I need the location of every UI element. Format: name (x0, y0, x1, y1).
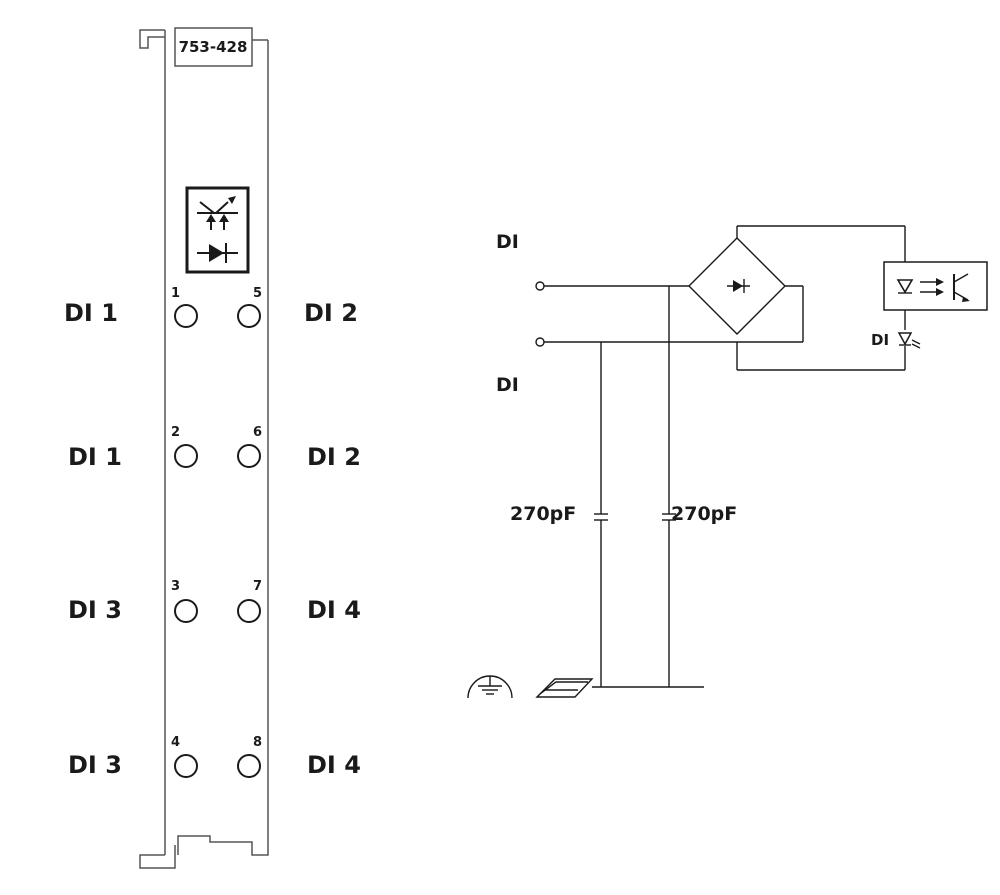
terminal-label: DI 1 (64, 299, 118, 327)
terminal-label: DI 4 (307, 751, 361, 779)
optocoupler-icon (883, 261, 988, 311)
led-label: DI (871, 331, 889, 349)
terminal-number: 1 (171, 286, 180, 301)
input-label-top: DI (496, 231, 519, 253)
io-module: 753-428 (139, 27, 269, 869)
terminal-label: DI 1 (68, 443, 122, 471)
input-schematic: DI DI (467, 225, 988, 699)
terminal-label: DI 3 (68, 596, 122, 624)
terminal-label: DI 4 (307, 596, 361, 624)
terminal-number: 3 (171, 579, 180, 594)
terminal-hole (237, 754, 261, 778)
terminal-hole (237, 304, 261, 328)
din-rail-icon (535, 678, 594, 698)
capacitor-label: 270pF (510, 503, 576, 525)
terminal-label: DI 3 (68, 751, 122, 779)
input-terminal-icon (535, 337, 545, 347)
ground-icon (467, 675, 513, 699)
bridge-rectifier (688, 237, 786, 335)
terminal-number: 5 (253, 286, 262, 301)
terminal-row-3: 3 7 DI 3 DI 4 (68, 579, 361, 624)
terminal-row-2: 2 6 DI 1 DI 2 (68, 425, 361, 471)
terminal-hole (237, 599, 261, 623)
part-number: 753-428 (179, 38, 248, 56)
terminal-row-1: 1 5 DI 1 DI 2 (64, 286, 358, 328)
terminal-label: DI 2 (304, 299, 358, 327)
terminal-number: 4 (171, 735, 180, 750)
terminal-hole (174, 754, 198, 778)
terminal-number: 7 (253, 579, 262, 594)
part-number-box (174, 27, 253, 67)
terminal-hole (174, 304, 198, 328)
terminal-number: 8 (253, 735, 262, 750)
module-symbol-icon (185, 186, 250, 274)
capacitor-label: 270pF (671, 503, 737, 525)
input-terminal-icon (535, 281, 545, 291)
input-label-bottom: DI (496, 374, 519, 396)
status-led-icon (897, 332, 921, 349)
terminal-label: DI 2 (307, 443, 361, 471)
terminal-number: 2 (171, 425, 180, 440)
terminal-hole (237, 444, 261, 468)
terminal-row-4: 4 8 DI 3 DI 4 (68, 735, 361, 779)
terminal-number: 6 (253, 425, 262, 440)
terminal-hole (174, 599, 198, 623)
terminal-hole (174, 444, 198, 468)
